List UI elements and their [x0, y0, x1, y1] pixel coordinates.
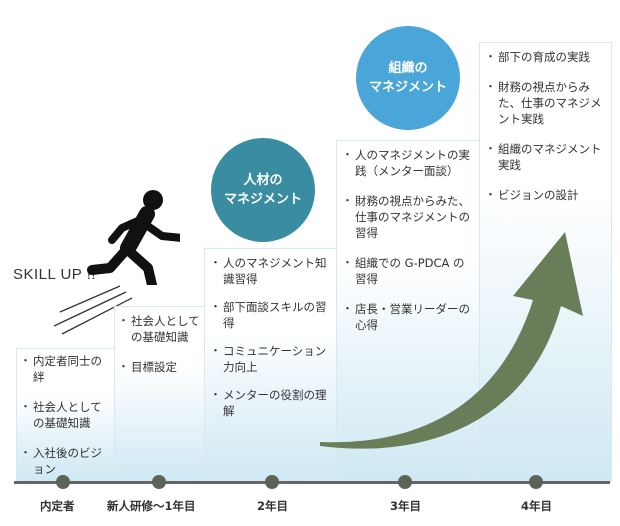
timeline-dot [398, 475, 412, 489]
timeline-dot [56, 475, 70, 489]
list-item: 社会人としての基礎知識 [20, 399, 111, 431]
stage-label-year4: 4年目 [521, 499, 553, 513]
timeline-dot [529, 475, 543, 489]
stage-column-naiteisha: 内定者同士の絆 社会人としての基礎知識 入社後のビジョン [16, 348, 116, 482]
list-item: 組織のマネジメント実践 [485, 141, 605, 173]
list-item: 店長・営業リーダーの心得 [342, 301, 474, 333]
stage-label-naiteisha: 内定者 [40, 499, 75, 513]
list-item: 目標設定 [118, 359, 201, 375]
list-item: 部下面談スキルの習得 [210, 299, 331, 331]
list-item: 社会人としての基礎知識 [118, 313, 201, 345]
list-item: 人のマネジメントの実践（メンター面談） [342, 147, 474, 179]
badge-line: マネジメント [223, 192, 302, 207]
list-item: メンターの役割の理解 [210, 387, 331, 419]
list-item: コミュニケーション力向上 [210, 343, 331, 375]
badge-organization-management: 組織のマネジメント [356, 26, 460, 130]
badge-line: 人材の [243, 173, 283, 188]
list-item: 部下の育成の実践 [485, 49, 605, 65]
speed-lines [53, 285, 133, 335]
badge-line: 組織の [388, 61, 428, 76]
timeline-dot [265, 475, 279, 489]
list-item: 財務の視点からみた、仕事のマネジメント実践 [485, 79, 605, 127]
list-item: 人のマネジメント知識習得 [210, 255, 331, 287]
list-item: ビジョンの設計 [485, 187, 605, 203]
stage-label-year3: 3年目 [390, 499, 422, 513]
badge-human-management: 人材のマネジメント [211, 138, 315, 242]
timeline-dot [152, 475, 166, 489]
stage-label-year2: 2年目 [257, 499, 289, 513]
list-item: 入社後のビジョン [20, 445, 111, 477]
running-person-icon [87, 190, 180, 285]
list-item: 組織での G-PDCA の習得 [342, 255, 474, 287]
skill-up-text: SKILL UP !! [13, 266, 97, 283]
list-item: 内定者同士の絆 [20, 353, 111, 385]
timeline-axis [14, 481, 610, 484]
badge-line: マネジメント [368, 80, 447, 95]
stage-label-year1: 新人研修〜1年目 [107, 499, 196, 513]
list-item: 財務の視点からみた、仕事のマネジメントの習得 [342, 193, 474, 241]
